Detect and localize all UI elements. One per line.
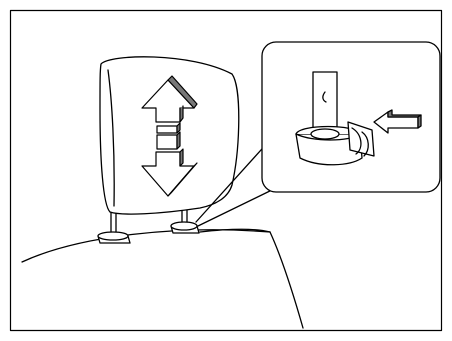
up-arrow-icon <box>141 79 195 123</box>
lock-release-button <box>347 121 375 157</box>
seat-top <box>21 228 304 329</box>
figure-frame <box>9 9 443 332</box>
callout-lines <box>195 139 277 227</box>
support-stays <box>97 207 200 244</box>
push-arrow-icon <box>373 109 422 134</box>
divider-square-bottom <box>156 134 178 150</box>
up-down-arrows <box>141 75 198 197</box>
inset-view <box>261 41 441 193</box>
stay-bushing <box>295 133 363 166</box>
divider-square-top <box>156 125 178 134</box>
